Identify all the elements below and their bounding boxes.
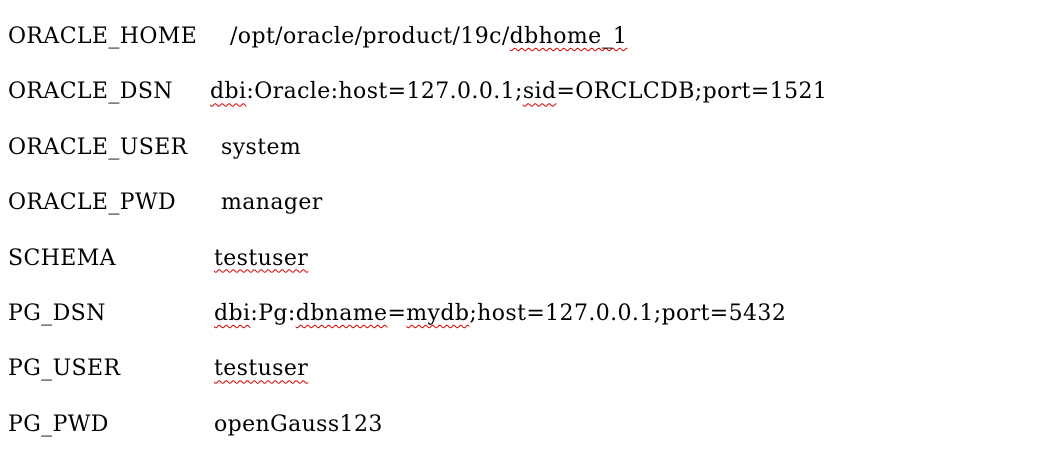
misspelled-word: sid (522, 79, 557, 105)
config-value-segment: system (221, 134, 302, 160)
misspelled-word: testuser (214, 356, 309, 382)
config-key: ORACLE_PWD (8, 190, 177, 216)
config-value: dbi:Oracle:host=127.0.0.1;sid=ORCLCDB;po… (210, 64, 827, 119)
config-value: system (221, 120, 301, 175)
config-value-segment: ;host=127.0.0.1;port=5432 (469, 300, 787, 326)
config-row: ORACLE_HOME /opt/oracle/product/19c/dbho… (8, 9, 1054, 64)
config-value-segment: /opt/oracle/product/19c/ (230, 24, 510, 49)
config-value: testuser (214, 231, 308, 286)
misspelled-word: mydb (406, 300, 470, 326)
misspelled-word: dbhome_1 (509, 24, 628, 49)
config-value: manager (221, 175, 323, 230)
config-row: ORACLE_DSN dbi:Oracle:host=127.0.0.1;sid… (8, 64, 1054, 119)
config-row: PG_DSN dbi:Pg:dbname=mydb;host=127.0.0.1… (8, 286, 1054, 341)
config-value-segment: =ORCLCDB;port=1521 (556, 79, 828, 105)
config-value: openGauss123 (214, 397, 383, 452)
config-value-segment: :Oracle:host=127.0.0.1; (246, 79, 523, 105)
config-key: ORACLE_DSN (8, 79, 173, 105)
config-value: dbi:Pg:dbname=mydb;host=127.0.0.1;port=5… (214, 286, 786, 341)
config-key: PG_DSN (8, 300, 106, 326)
config-value: /opt/oracle/product/19c/dbhome_1 (230, 9, 627, 64)
config-row: ORACLE_PWD manager (8, 175, 1054, 230)
misspelled-word: dbname (295, 300, 388, 326)
config-value-segment: manager (221, 190, 323, 216)
config-key: SCHEMA (8, 245, 116, 271)
config-key: PG_PWD (8, 411, 109, 437)
config-value-segment: = (387, 300, 407, 326)
config-row: SCHEMA testuser (8, 231, 1054, 286)
config-value: testuser (214, 341, 308, 396)
config-row: PG_USER testuser (8, 341, 1054, 396)
config-key: ORACLE_HOME (8, 24, 198, 49)
config-value-segment: :Pg: (250, 300, 296, 326)
misspelled-word: dbi (214, 300, 251, 326)
config-key: PG_USER (8, 356, 121, 382)
misspelled-word: testuser (214, 245, 309, 271)
config-key: ORACLE_USER (8, 134, 188, 160)
misspelled-word: dbi (210, 79, 247, 105)
config-row: ORACLE_USER system (8, 120, 1054, 175)
config-value-segment: openGauss123 (214, 411, 383, 437)
config-row: PG_PWD openGauss123 (8, 397, 1054, 452)
